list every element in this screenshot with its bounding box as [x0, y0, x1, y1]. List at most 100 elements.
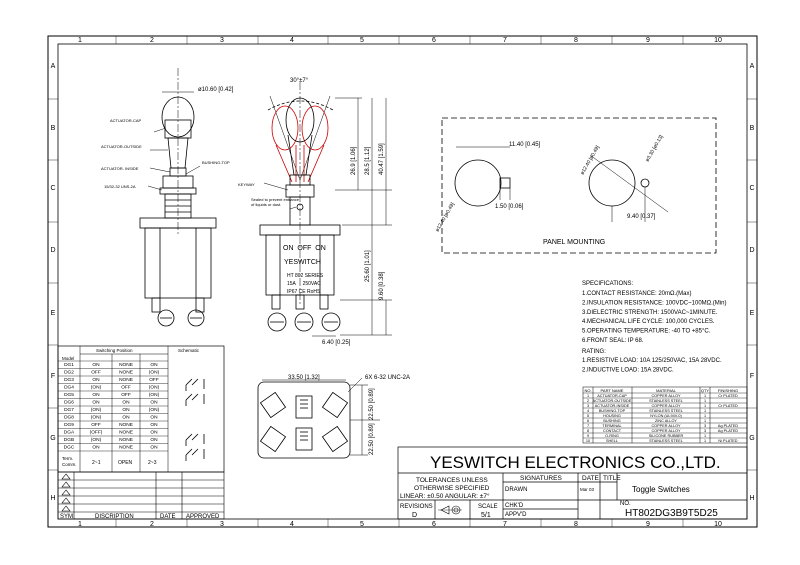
- switch-pos3-cell: ON: [150, 362, 158, 368]
- switch-pos2-cell: NONE: [119, 362, 133, 368]
- front-keyway-label: KEYWAY: [238, 182, 255, 187]
- parts-cell: 1: [704, 409, 706, 413]
- number-label: NO.: [620, 501, 631, 507]
- parts-cell: 1: [704, 434, 706, 438]
- switch-model-cell: DGB: [64, 437, 74, 443]
- grid-col-top-5: 5: [360, 37, 364, 44]
- switch-pos2-cell: NONE: [119, 437, 133, 443]
- grid-col-bottom-2: 2: [150, 521, 154, 528]
- switch-pos3-cell: ON: [150, 437, 158, 443]
- parts-cell: STAINLESS STEEL: [649, 439, 683, 443]
- parts-cell: Ag PLATED: [718, 429, 738, 433]
- revisions-label: REVISIONS: [400, 504, 433, 510]
- switch-pos1-cell: ON: [92, 362, 100, 368]
- switch-pos2-cell: NONE: [119, 445, 133, 451]
- front-dim-h2: 28.5 [1.12]: [365, 146, 371, 175]
- parts-cell: 1: [704, 394, 706, 398]
- switch-pos2-cell: NONE: [119, 377, 133, 383]
- title-value: Toggle Switches: [632, 485, 690, 494]
- front-brand-label: YESWITCH: [284, 259, 321, 266]
- title-block: [397, 446, 748, 520]
- parts-cell: Cr PLATED: [718, 404, 738, 408]
- parts-cell: SHELL: [606, 439, 618, 443]
- grid-row-right-F: F: [750, 373, 754, 380]
- side-label-bushing-top: BUSHING-TOP: [202, 160, 230, 165]
- parts-cell: 8: [587, 429, 589, 433]
- actuator-red-positions: [271, 105, 329, 183]
- bottom-dim-h1: 22.50 [0.89]: [369, 388, 375, 420]
- parts-cell: 2: [587, 399, 589, 403]
- grid-row-left-D: D: [50, 247, 55, 254]
- switch-model-cell: DG2: [64, 370, 74, 376]
- switch-pos1-cell: (OFF): [90, 430, 103, 436]
- grid-col-top-1: 1: [78, 37, 82, 44]
- parts-cell: TERMINAL: [602, 424, 621, 428]
- switch-table-header-position: Switching Position: [96, 348, 133, 353]
- grid-row-left-F: F: [51, 373, 55, 380]
- switch-pos3-cell: ON: [150, 400, 158, 406]
- spec-line: 4.MECHANICAL LIFE CYCLE: 100,000 CYCLES.: [582, 319, 715, 325]
- grid-row-left-C: C: [50, 185, 55, 192]
- switch-model-cell: DGA: [64, 430, 75, 436]
- switch-model-cell: DG8: [64, 415, 74, 421]
- rating-title: RATING:: [582, 349, 606, 355]
- front-dim-h3: 40.47 [1.59]: [379, 143, 385, 175]
- grid-col-top-2: 2: [150, 37, 154, 44]
- switch-pos1-cell: ON: [92, 392, 100, 398]
- parts-header-cell: NO.: [584, 388, 591, 393]
- parts-cell: 3: [587, 404, 589, 408]
- grid-row-right-D: D: [749, 247, 754, 254]
- parts-cell: 5: [587, 414, 589, 418]
- parts-cell: HOUSING: [603, 414, 621, 418]
- parts-cell: 1: [704, 399, 706, 403]
- rating-line: 2.INDUCTIVE LOAD: 15A 28VDC.: [582, 367, 674, 373]
- drawn-date: Mar 03: [580, 487, 595, 492]
- rating-list: 1.RESISTIVE LOAD: 10A 125/250VAC, 15A 28…: [582, 358, 722, 373]
- grid-row-right-G: G: [749, 435, 754, 442]
- parts-cell: 1: [587, 394, 589, 398]
- switch-pos3-cell: ON: [150, 430, 158, 436]
- parts-cell: NYLON (UL94V-0): [650, 414, 682, 418]
- parts-cell: COPPER ALLOY: [651, 404, 681, 408]
- panel-dim-e: ø3.30 [ø0.13]: [645, 134, 665, 163]
- company-name: YESWITCH ELECTRONICS CO.,LTD.: [430, 453, 721, 472]
- switch-table-term-2: OPEN: [118, 460, 133, 466]
- side-label-thread: 15/32-32 UNS-2A: [104, 184, 136, 189]
- grid-col-top-6: 6: [432, 37, 436, 44]
- switch-model-cell: DG1: [64, 362, 74, 368]
- parts-cell: 10: [586, 439, 590, 443]
- switch-pos1-cell: ON: [92, 445, 100, 451]
- grid-col-top-4: 4: [290, 37, 294, 44]
- switch-pos2-cell: ON: [122, 400, 130, 406]
- switch-table-term-label-1: Term.: [62, 456, 73, 461]
- title-label: TITLE: [603, 475, 621, 482]
- switch-model-cell: DG5: [64, 392, 74, 398]
- front-angle-label: 30°±7°: [290, 78, 309, 84]
- grid-row-right-B: B: [750, 125, 755, 132]
- spec-line: 2.INSULATION RESISTANCE: 100VDC~100MΩ.(M…: [582, 300, 726, 306]
- rev-date-header: DATE: [160, 514, 176, 520]
- panel-dim-a: 11.40 [0.45]: [509, 142, 541, 148]
- side-label-actuator-cap: ACTUATOR-CAP: [110, 118, 142, 123]
- rev-approved-header: APPROVED: [186, 514, 220, 520]
- revision-block: [57, 471, 225, 520]
- schematic-symbols: [185, 378, 205, 461]
- switch-model-cell: DG9: [64, 422, 74, 428]
- parts-cell: 1: [704, 419, 706, 423]
- tolerance-line-2: OTHERWISE SPECIFIED: [414, 485, 490, 492]
- parts-cell: COPPER ALLOY: [651, 429, 681, 433]
- switch-model-cell: DGC: [64, 445, 75, 451]
- front-series-label: HT 802 SERIES: [287, 273, 324, 279]
- bottom-thread: 6X 6-32 UNC-2A: [365, 375, 410, 381]
- bottom-dim-h2: 22.50 [0.89]: [369, 423, 375, 455]
- front-dim-h1: 26.9 [1.06]: [351, 146, 357, 175]
- grid-row-left-A: A: [51, 63, 56, 70]
- outer-frame: [47, 35, 758, 528]
- switch-pos3-cell: (ON): [149, 370, 160, 376]
- switch-model-cell: DG6: [64, 400, 74, 406]
- parts-cell: 1: [704, 439, 706, 443]
- parts-cell: STAINLESS STEEL: [649, 409, 683, 413]
